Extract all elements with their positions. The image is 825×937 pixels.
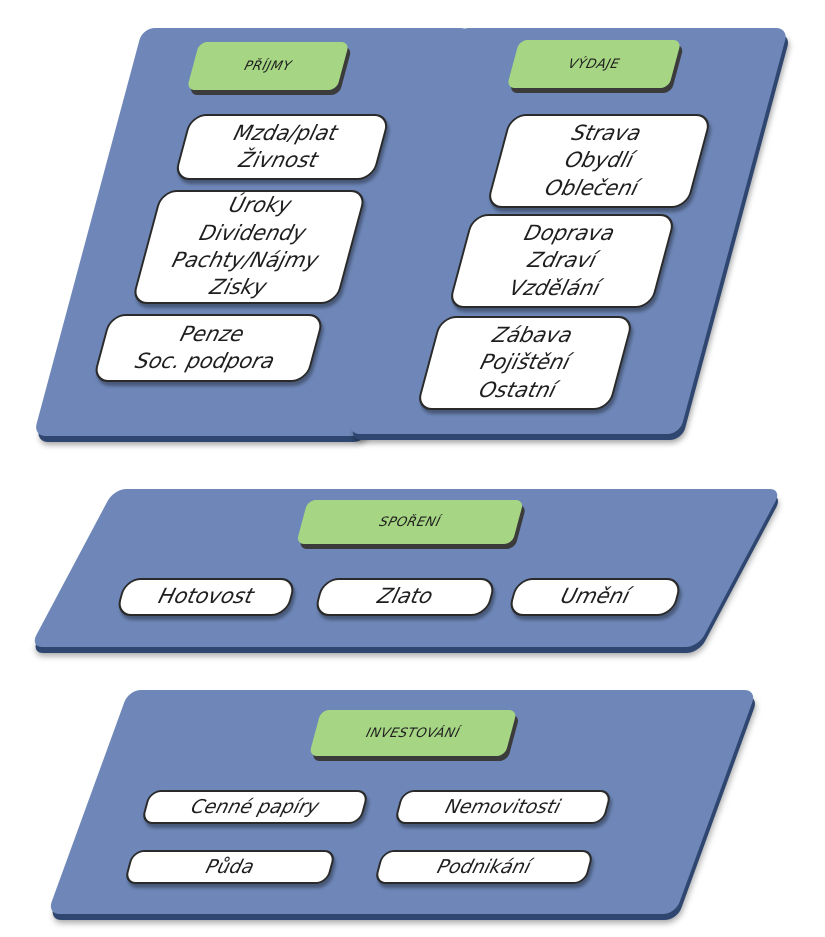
investovani-item: Podnikání bbox=[434, 855, 534, 878]
prijmy-item: Penze bbox=[177, 321, 247, 346]
vydaje-item: Zábava bbox=[489, 323, 576, 348]
prijmy-header: PŘÍJMY bbox=[186, 42, 350, 90]
investovani-box-podnikani: Podnikání bbox=[373, 850, 595, 884]
sporeni-header: SPOŘENÍ bbox=[296, 500, 524, 544]
investovani-box-nemovitosti: Nemovitosti bbox=[393, 790, 613, 824]
sporeni-box-zlato: Zlato bbox=[312, 578, 498, 616]
sporeni-item: Zlato bbox=[374, 584, 436, 609]
vydaje-box-2: Doprava Zdraví Vzdělání bbox=[447, 214, 677, 308]
prijmy-box-2: Úroky Dividendy Pachty/Nájmy Zisky bbox=[130, 190, 368, 304]
vydaje-item: Obydlí bbox=[562, 148, 637, 173]
sporeni-box-hotovost: Hotovost bbox=[114, 578, 298, 616]
prijmy-item: Dividendy bbox=[196, 220, 309, 245]
vydaje-item: Zdraví bbox=[525, 248, 600, 273]
prijmy-item: Soc. podpora bbox=[132, 349, 278, 373]
prijmy-item: Živnost bbox=[236, 148, 321, 172]
prijmy-item: Úroky bbox=[226, 193, 295, 218]
vydaje-box-3: Zábava Pojištění Ostatní bbox=[415, 316, 635, 410]
investovani-header: INVESTOVÁNÍ bbox=[308, 710, 518, 756]
prijmy-box-1: Mzda/plat Živnost bbox=[173, 114, 391, 180]
investovani-item: Nemovitosti bbox=[443, 795, 564, 818]
sporeni-item: Hotovost bbox=[155, 584, 257, 609]
vydaje-item: Oblečení bbox=[542, 175, 642, 200]
vydaje-box-1: Strava Obydlí Oblečení bbox=[485, 114, 713, 208]
vydaje-item: Doprava bbox=[521, 221, 618, 246]
sporeni-item: Umění bbox=[558, 584, 633, 609]
investovani-box-puda: Půda bbox=[123, 850, 337, 884]
vydaje-item: Pojištění bbox=[477, 350, 573, 375]
vydaje-item: Ostatní bbox=[476, 377, 560, 402]
investovani-box-cenne-papiry: Cenné papíry bbox=[140, 790, 370, 824]
investovani-item: Cenné papíry bbox=[188, 795, 322, 818]
prijmy-item: Zisky bbox=[207, 275, 270, 300]
prijmy-item: Pachty/Nájmy bbox=[169, 248, 322, 272]
vydaje-item: Vzdělání bbox=[506, 275, 603, 300]
investovani-item: Půda bbox=[203, 855, 257, 878]
prijmy-item: Mzda/plat bbox=[231, 120, 341, 145]
vydaje-item: Strava bbox=[569, 121, 644, 146]
vydaje-header: VÝDAJE bbox=[506, 40, 682, 88]
sporeni-box-umeni: Umění bbox=[506, 578, 684, 616]
prijmy-box-3: Penze Soc. podpora bbox=[91, 314, 326, 382]
